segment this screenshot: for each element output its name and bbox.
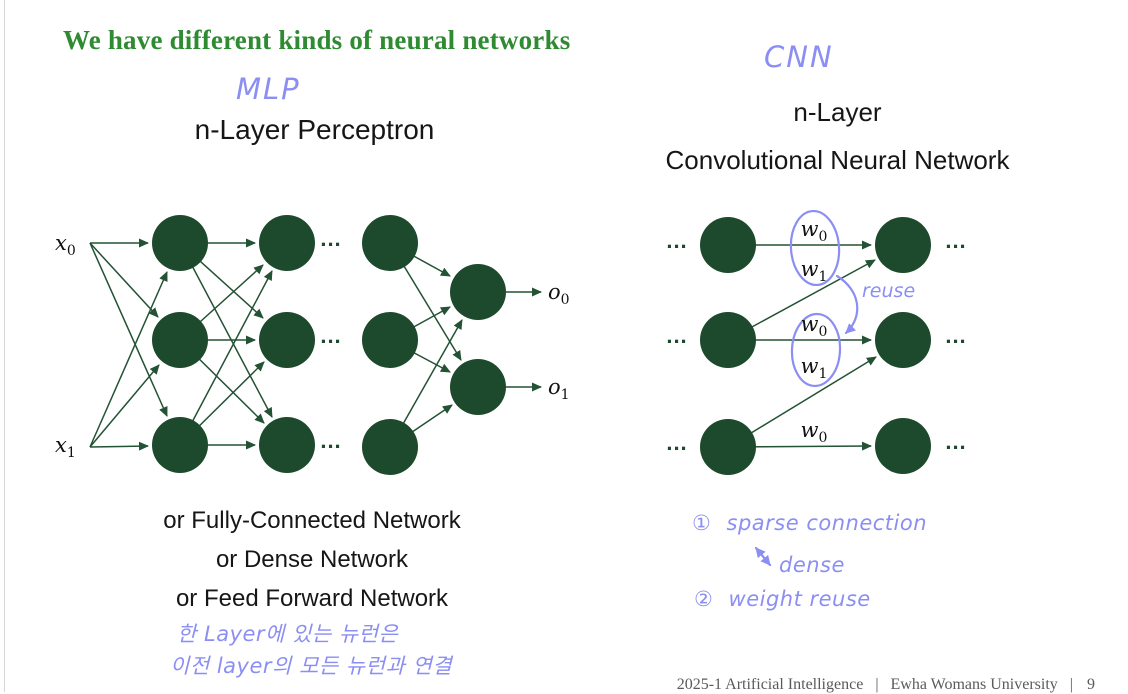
cnn-network-diagram bbox=[700, 217, 931, 475]
cnn-annotation-sparse: ① sparse connection bbox=[692, 511, 927, 535]
cnn-weight-label-w1: w1 bbox=[800, 354, 828, 383]
connection-arrow bbox=[727, 356, 877, 448]
mlp-alt-name-1: or Fully-Connected Network bbox=[163, 507, 461, 534]
circled-one-icon: ① bbox=[692, 511, 712, 535]
handwritten-ink bbox=[754, 209, 859, 567]
mlp-handwritten-note-line2: 이전 layer의 모든 뉴런과 연결 bbox=[170, 654, 453, 678]
footer-separator: | bbox=[875, 676, 879, 693]
mlp-output-label-o1: o1 bbox=[548, 375, 570, 404]
neuron-node bbox=[362, 419, 418, 475]
neuron-node bbox=[259, 417, 315, 473]
mlp-heading: n-Layer Perceptron bbox=[194, 114, 435, 145]
cnn-heading-line2: Convolutional Neural Network bbox=[665, 145, 1010, 175]
connection-arrow bbox=[89, 242, 159, 318]
connection-arrow bbox=[179, 270, 273, 446]
connection-arrow bbox=[179, 242, 273, 418]
cnn-annotation-sparse-text: sparse connection bbox=[726, 511, 928, 535]
cnn-ellipsis: ... bbox=[666, 228, 688, 253]
circled-two-icon: ② bbox=[694, 587, 714, 611]
mlp-network-diagram bbox=[89, 215, 542, 475]
neuron-node bbox=[152, 417, 208, 473]
neuron-node bbox=[875, 418, 931, 474]
cnn-heading: n-Layer Convolutional Neural Network bbox=[650, 88, 1025, 184]
neuron-node bbox=[259, 215, 315, 271]
mlp-ellipsis: ... bbox=[320, 428, 342, 453]
slide-footer: 2025-1 Artificial Intelligence | Ewha Wo… bbox=[677, 676, 1095, 694]
mlp-input-label-x1: x1 bbox=[55, 433, 76, 462]
neuron-node bbox=[450, 359, 506, 415]
neuron-node bbox=[700, 217, 756, 273]
footer-separator: | bbox=[1069, 676, 1073, 693]
cnn-handwritten-label: CNN bbox=[764, 40, 834, 74]
cnn-annotation-dense: dense bbox=[779, 553, 845, 577]
neuron-node bbox=[362, 312, 418, 368]
footer-page-number: 9 bbox=[1087, 676, 1095, 693]
cnn-ellipsis: ... bbox=[945, 323, 967, 348]
cnn-ellipsis: ... bbox=[666, 430, 688, 455]
neuron-node bbox=[700, 419, 756, 475]
neuron-node bbox=[875, 217, 931, 273]
cnn-annotation-weight-reuse-text: weight reuse bbox=[728, 587, 871, 611]
connection-arrow bbox=[89, 441, 149, 451]
reuse-arrow bbox=[835, 274, 859, 335]
neuron-node bbox=[362, 215, 418, 271]
neuron-node bbox=[152, 312, 208, 368]
connection-arrow bbox=[89, 364, 160, 448]
weight-circle-annotation bbox=[789, 209, 841, 287]
cnn-weight-label-w0: w0 bbox=[800, 418, 828, 447]
cnn-weight-label-w1: w1 bbox=[800, 257, 828, 286]
mlp-handwritten-note-line1: 한 Layer에 있는 뉴런은 bbox=[177, 622, 399, 646]
cnn-ellipsis: ... bbox=[666, 323, 688, 348]
mlp-ellipsis: ... bbox=[320, 323, 342, 348]
cnn-ellipsis: ... bbox=[945, 429, 967, 454]
mlp-input-label-x0: x0 bbox=[55, 231, 76, 260]
mlp-alt-name-3: or Feed Forward Network bbox=[175, 585, 449, 612]
weight-circle-annotation bbox=[790, 312, 842, 388]
connection-arrow bbox=[89, 271, 168, 448]
sparse-dense-arrow-icon bbox=[754, 546, 772, 567]
mlp-alt-names: or Fully-Connected Network or Dense Netw… bbox=[128, 501, 496, 618]
cnn-annotation-weight-reuse: ② weight reuse bbox=[694, 587, 871, 611]
window-left-border bbox=[4, 0, 5, 692]
mlp-ellipsis: ... bbox=[320, 226, 342, 251]
mlp-output-label-o0: o0 bbox=[548, 280, 570, 309]
cnn-reuse-label: reuse bbox=[862, 280, 916, 302]
cnn-weight-label-w0: w0 bbox=[800, 217, 828, 246]
cnn-weight-label-w0: w0 bbox=[800, 312, 828, 341]
footer-institution: Ewha Womans University bbox=[890, 676, 1058, 693]
neuron-node bbox=[450, 264, 506, 320]
neuron-node bbox=[259, 312, 315, 368]
neuron-node bbox=[152, 215, 208, 271]
mlp-handwritten-label: MLP bbox=[236, 72, 301, 106]
footer-course: 2025-1 Artificial Intelligence bbox=[676, 676, 864, 693]
cnn-heading-line1: n-Layer bbox=[793, 97, 882, 127]
neuron-node bbox=[875, 312, 931, 368]
connection-arrow bbox=[89, 242, 168, 417]
neuron-node bbox=[700, 312, 756, 368]
mlp-alt-name-2: or Dense Network bbox=[215, 546, 409, 573]
cnn-ellipsis: ... bbox=[945, 228, 967, 253]
slide-title: We have different kinds of neural networ… bbox=[63, 25, 571, 55]
